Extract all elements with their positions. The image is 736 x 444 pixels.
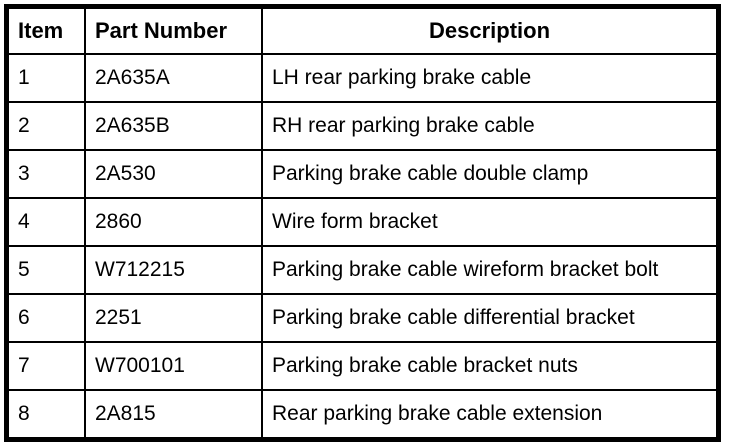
cell-part-number: 2A635B [84,101,263,151]
header-item: Item [5,5,86,55]
cell-description: RH rear parking brake cable [261,101,720,151]
cell-item: 3 [5,149,86,199]
cell-description: Parking brake cable differential bracket [261,293,720,343]
cell-item: 5 [5,245,86,295]
cell-part-number: 2A530 [84,149,263,199]
header-description: Description [261,5,720,55]
cell-part-number: 2860 [84,197,263,247]
cell-item: 7 [5,341,86,391]
parts-table-header: Item Part Number Description [5,5,720,55]
table-row: 3 2A530 Parking brake cable double clamp [5,149,720,199]
header-row: Item Part Number Description [5,5,720,55]
cell-description: Rear parking brake cable extension [261,389,720,441]
cell-part-number: W700101 [84,341,263,391]
parts-table: Item Part Number Description 1 2A635A LH… [4,4,721,442]
cell-item: 6 [5,293,86,343]
table-row: 8 2A815 Rear parking brake cable extensi… [5,389,720,441]
cell-item: 1 [5,53,86,103]
cell-part-number: W712215 [84,245,263,295]
parts-table-body: 1 2A635A LH rear parking brake cable 2 2… [5,53,720,441]
table-row: 7 W700101 Parking brake cable bracket nu… [5,341,720,391]
cell-part-number: 2A635A [84,53,263,103]
cell-item: 2 [5,101,86,151]
cell-description: Wire form bracket [261,197,720,247]
cell-description: Parking brake cable bracket nuts [261,341,720,391]
cell-item: 4 [5,197,86,247]
table-row: 4 2860 Wire form bracket [5,197,720,247]
table-row: 6 2251 Parking brake cable differential … [5,293,720,343]
cell-description: Parking brake cable double clamp [261,149,720,199]
cell-part-number: 2251 [84,293,263,343]
table-row: 2 2A635B RH rear parking brake cable [5,101,720,151]
table-row: 5 W712215 Parking brake cable wireform b… [5,245,720,295]
table-row: 1 2A635A LH rear parking brake cable [5,53,720,103]
cell-description: Parking brake cable wireform bracket bol… [261,245,720,295]
cell-item: 8 [5,389,86,441]
cell-part-number: 2A815 [84,389,263,441]
cell-description: LH rear parking brake cable [261,53,720,103]
header-part-number: Part Number [84,5,263,55]
